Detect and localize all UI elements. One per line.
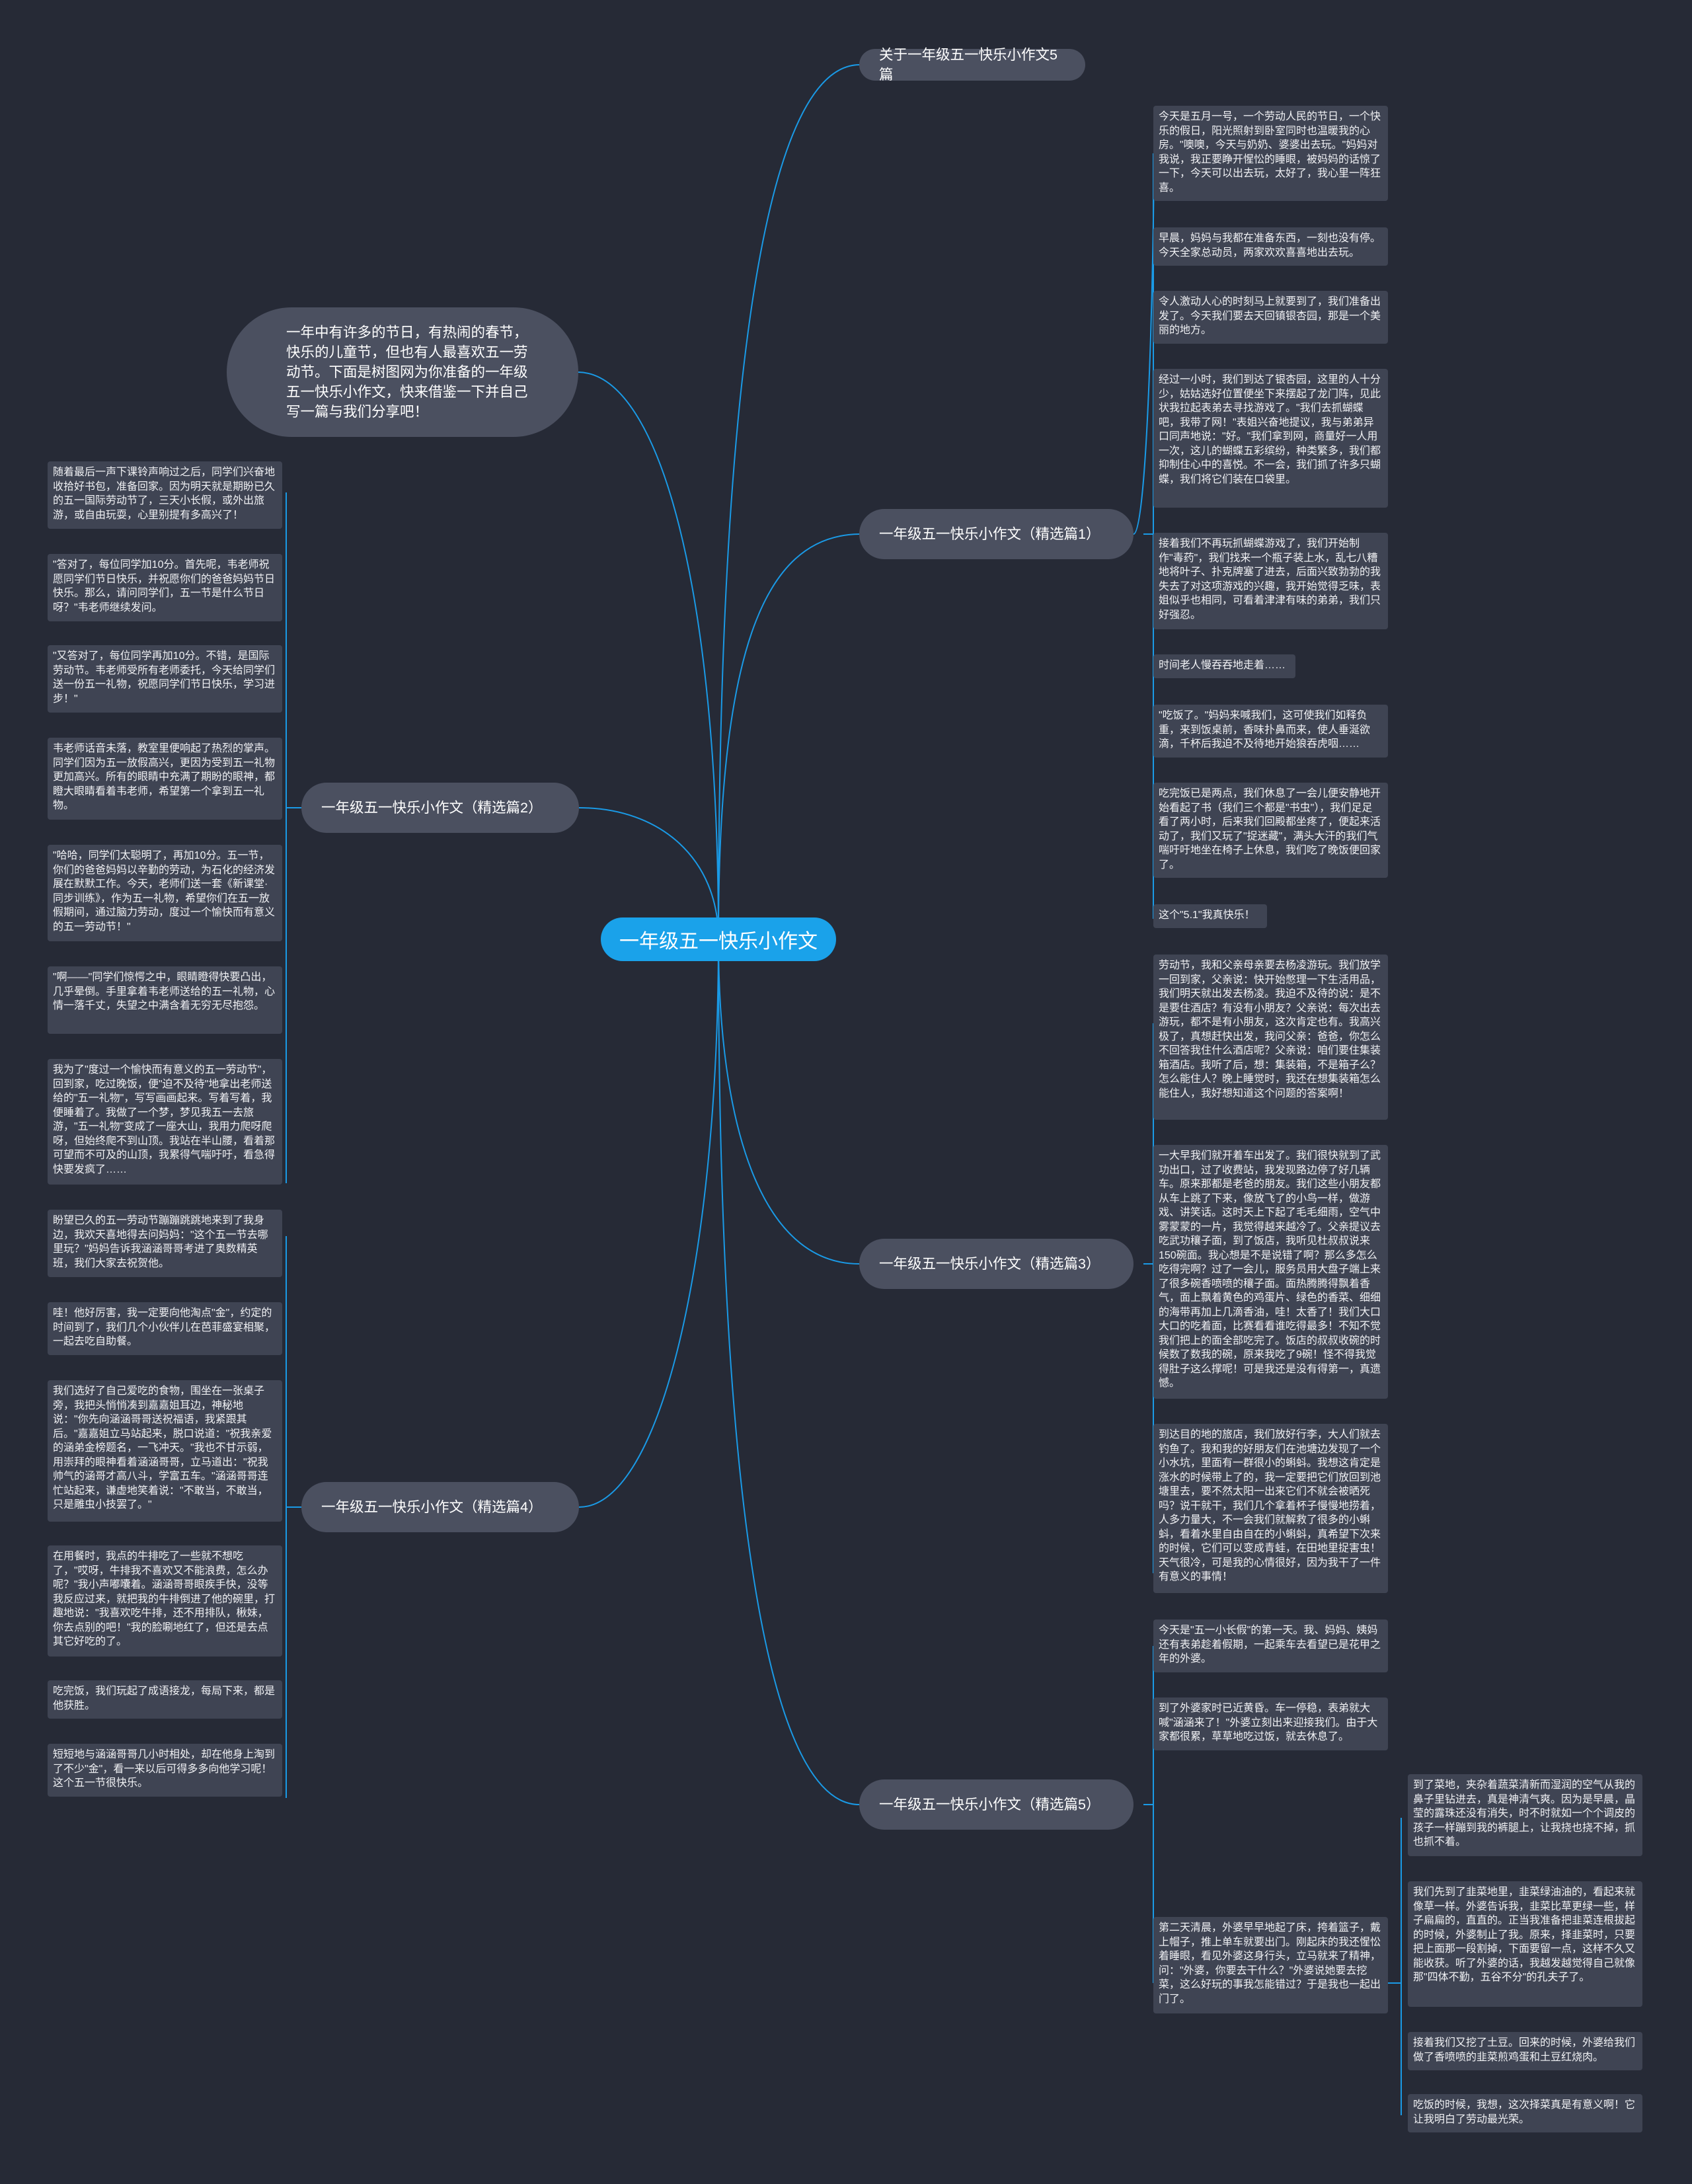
leaf-p1-6: 时间老人慢吞吞地走着…… xyxy=(1153,654,1295,678)
leaf-p2-3: "又答对了，每位同学再加10分。不错，是国际劳动节。韦老师受所有老师委托，今天给… xyxy=(48,645,282,713)
leaf-p3-1: 劳动节，我和父亲母亲要去杨凌游玩。我们放学一回到家，父亲说：快开始憋理一下生活用… xyxy=(1153,955,1388,1120)
leaf-p1-1: 今天是五月一号，一个劳动人民的节日，一个快乐的假日，阳光照射到卧室同时也温暖我的… xyxy=(1153,106,1388,201)
leaf-p4-4: 在用餐时，我点的牛排吃了一些就不想吃了，"哎呀，牛排我不喜欢又不能浪费，怎么办呢… xyxy=(48,1545,282,1657)
leaf-p4-5: 吃完饭，我们玩起了成语接龙，每局下来，都是他获胜。 xyxy=(48,1680,282,1719)
leaf-p1-2: 早晨，妈妈与我都在准备东西，一刻也没有停。今天全家总动员，两家欢欢喜喜地出去玩。 xyxy=(1153,227,1388,266)
leaf-p3-2: 一大早我们就开着车出发了。我们很快就到了武功出口，过了收费站，我发现路边停了好几… xyxy=(1153,1145,1388,1399)
branch-part2[interactable]: 一年级五一快乐小作文（精选篇2） xyxy=(301,783,579,833)
intro-node[interactable]: 一年中有许多的节日，有热闹的春节，快乐的儿童节，但也有人最喜欢五一劳动节。下面是… xyxy=(227,307,578,437)
leaf-p4-3: 我们选好了自己爱吃的食物，围坐在一张桌子旁，我把头悄悄凑到嘉嘉姐耳边，神秘地说：… xyxy=(48,1380,282,1522)
leaf-p5-sub-2: 我们先到了韭菜地里，韭菜绿油油的，看起来就像草一样。外婆告诉我，韭菜比草更绿一些… xyxy=(1408,1881,1642,2007)
leaf-p1-7: "吃饭了。"妈妈来喊我们，这可使我们如释负重，来到饭桌前，香味扑鼻而来，使人垂涎… xyxy=(1153,705,1388,758)
branch-part4[interactable]: 一年级五一快乐小作文（精选篇4） xyxy=(301,1482,579,1532)
root-node[interactable]: 一年级五一快乐小作文 xyxy=(601,917,836,961)
leaf-p2-5: "哈哈，同学们太聪明了，再加10分。五一节，你们的爸爸妈妈以辛勤的劳动，为石化的… xyxy=(48,845,282,941)
leaf-p5-1: 今天是"五一小长假"的第一天。我、妈妈、姨妈还有表弟趁着假期，一起乘车去看望已是… xyxy=(1153,1619,1388,1672)
branch-title[interactable]: 关于一年级五一快乐小作文5篇 xyxy=(859,47,1085,83)
leaf-p1-9: 这个"5.1"我真快乐！ xyxy=(1153,904,1267,928)
leaf-p1-8: 吃完饭已是两点，我们休息了一会儿便安静地开始看起了书（我们三个都是"书虫"），我… xyxy=(1153,783,1388,878)
leaf-p2-6: "啊——"同学们惊愕之中，眼睛瞪得快要凸出，几乎晕倒。手里拿着韦老师送给的五一礼… xyxy=(48,966,282,1034)
branch-part1[interactable]: 一年级五一快乐小作文（精选篇1） xyxy=(859,509,1134,559)
leaf-p1-3: 令人激动人心的时刻马上就要到了，我们准备出发了。今天我们要去天回镇银杏园，那是一… xyxy=(1153,291,1388,344)
branch-part5[interactable]: 一年级五一快乐小作文（精选篇5） xyxy=(859,1779,1134,1830)
leaf-p5-sub-3: 接着我们又挖了土豆。回来的时候，外婆给我们做了香喷喷的韭菜煎鸡蛋和土豆红烧肉。 xyxy=(1408,2032,1642,2070)
leaf-p4-2: 哇！他好厉害，我一定要向他淘点"金"，约定的时间到了，我们几个小伙伴儿在芭菲盛宴… xyxy=(48,1302,282,1355)
leaf-p1-4: 经过一小时，我们到达了银杏园，这里的人十分少，姑姑选好位置便坐下来摆起了龙门阵，… xyxy=(1153,369,1388,508)
leaf-p4-6: 短短地与涵涵哥哥几小时相处，却在他身上淘到了不少"金"，看一来以后可得多多向他学… xyxy=(48,1744,282,1797)
branch-part3[interactable]: 一年级五一快乐小作文（精选篇3） xyxy=(859,1239,1134,1289)
leaf-p5-3: 第二天清晨，外婆早早地起了床，挎着篮子，戴上帽子，推上单车就要出门。刚起床的我还… xyxy=(1153,1917,1388,2013)
leaf-p5-sub-4: 吃饭的时候，我想，这次择菜真是有意义啊！它让我明白了劳动最光荣。 xyxy=(1408,2094,1642,2132)
leaf-p2-1: 随着最后一声下课铃声响过之后，同学们兴奋地收拾好书包，准备回家。因为明天就是期盼… xyxy=(48,461,282,529)
leaf-p2-2: "答对了，每位同学加10分。首先呢，韦老师祝愿同学们节日快乐，并祝愿你们的爸爸妈… xyxy=(48,554,282,621)
leaf-p1-5: 接着我们不再玩抓蝴蝶游戏了，我们开始制作"毒药"，我们找来一个瓶子装上水，乱七八… xyxy=(1153,533,1388,629)
leaf-p2-7: 我为了"度过一个愉快而有意义的五一劳动节"，回到家，吃过晚饭，便"迫不及待"地拿… xyxy=(48,1059,282,1185)
leaf-p3-3: 到达目的地的旅店，我们放好行李，大人们就去钓鱼了。我和我的好朋友们在池塘边发现了… xyxy=(1153,1424,1388,1593)
leaf-p4-1: 盼望已久的五一劳动节蹦蹦跳跳地来到了我身边，我欢天喜地得去问妈妈："这个五一节去… xyxy=(48,1210,282,1277)
leaf-p5-sub-1: 到了菜地，夹杂着蔬菜清新而湿润的空气从我的鼻子里钻进去，真是神清气爽。因为是早晨… xyxy=(1408,1774,1642,1856)
leaf-p2-4: 韦老师话音未落，教室里便响起了热烈的掌声。同学们因为五一放假高兴，更因为受到五一… xyxy=(48,738,282,820)
leaf-p5-2: 到了外婆家时已近黄昏。车一停稳，表弟就大喊"涵涵来了！"外婆立刻出来迎接我们。由… xyxy=(1153,1697,1388,1750)
